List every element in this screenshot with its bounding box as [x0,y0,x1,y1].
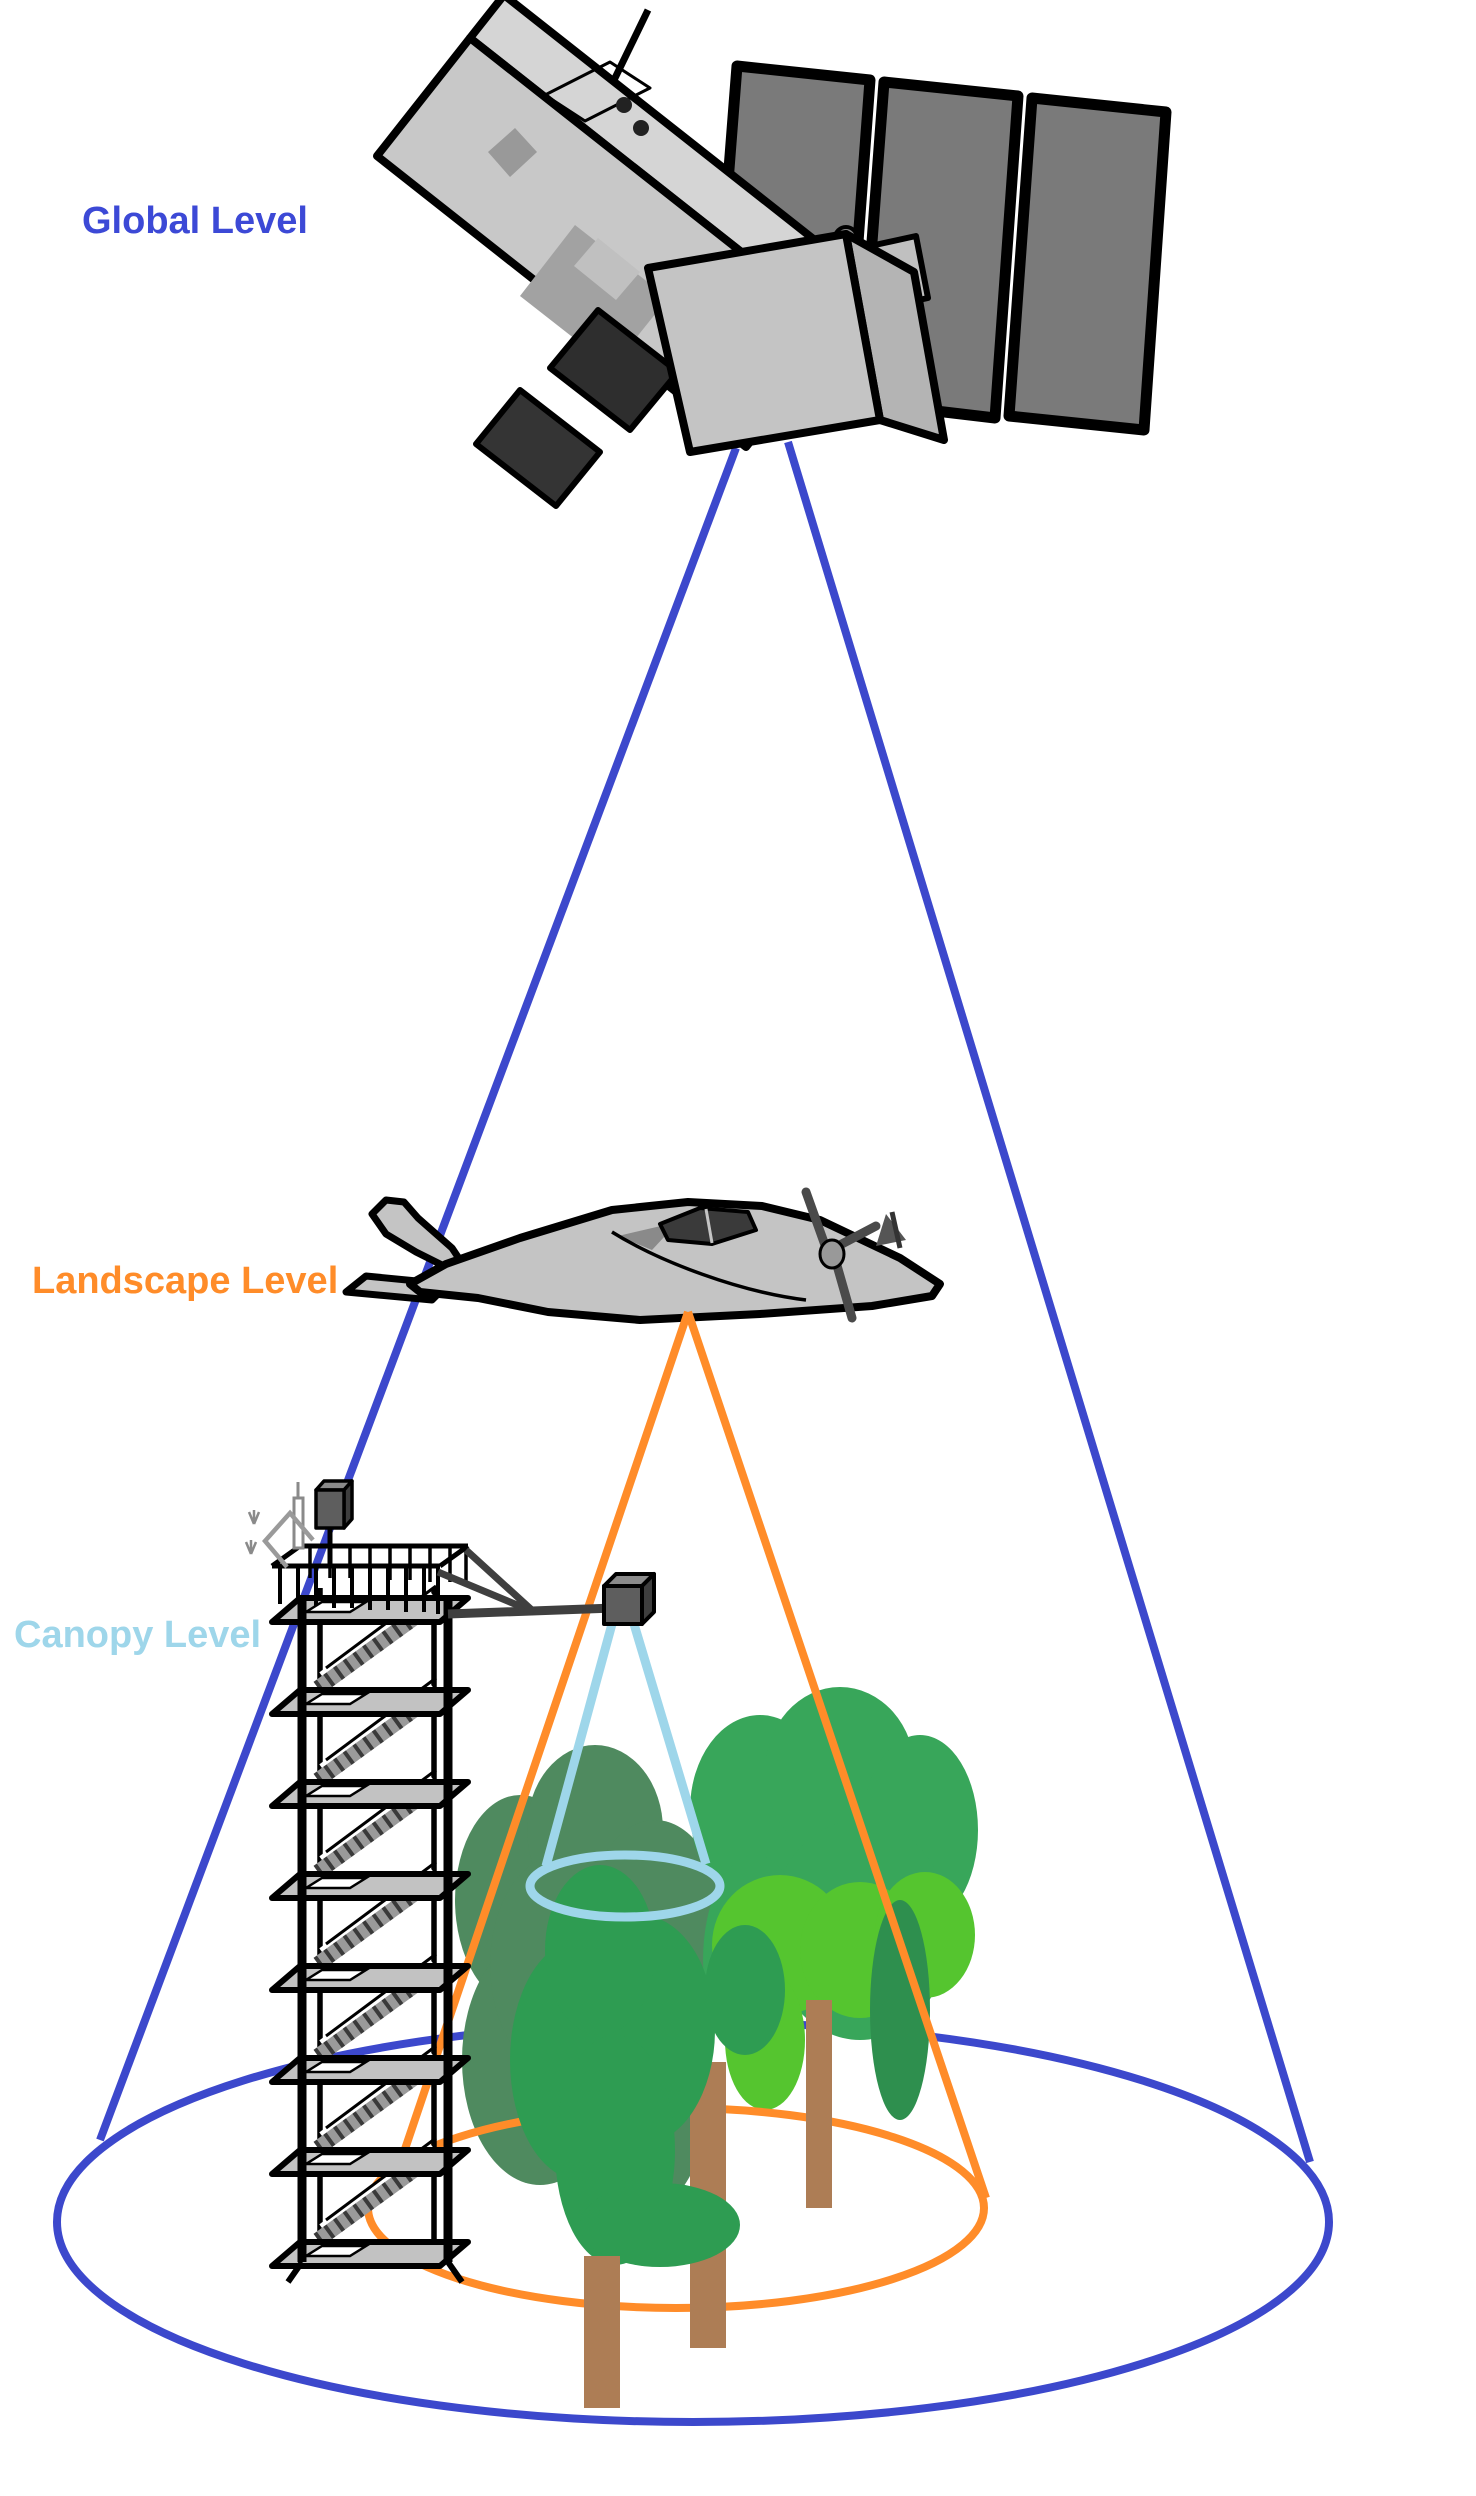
airplane-aerial [889,1211,903,1249]
tower-front-posts [297,1598,453,2262]
sensor-module-front [644,230,884,456]
tree-crown-small-dark [870,1900,930,2120]
bus-port-dot [616,97,632,113]
orange-cone-right-edge [684,1310,990,2200]
cyan-cone-left-edge [541,1622,617,1868]
boom-instrument-box [602,1572,656,1626]
solar-panel [1003,92,1172,436]
canopy-level-label: Canopy Level [14,1614,262,1656]
tree-trunk-front [584,2256,620,2408]
airplane-illustration [342,1187,944,1324]
cyan-footprint-ellipse [525,1850,725,1922]
airplane-body-wing [406,1198,944,1324]
blue-cone-right-edge [784,440,1314,2164]
airplane-wing-crease [611,1230,807,1302]
anemometer-icon [244,1510,261,1555]
anemometer-bracket [262,1509,315,1569]
cockpit-frame [704,1208,714,1244]
tree-crown-front [510,1865,785,2267]
propeller-spinner [818,1238,846,1270]
cyan-cone-right-edge [629,1622,711,1866]
instrument-box-dark [473,387,603,509]
cyan-footprint-cone [525,1622,725,1922]
bus-panel-notch [574,238,640,300]
bus-vent-outline [543,60,652,123]
instrument-box-dark [547,307,681,433]
global-level-label: Global Level [82,200,308,242]
bus-panel-patch [488,128,537,177]
bus-port-dot [633,120,649,136]
satellite-illustration [373,0,1172,509]
mast-instrument-box [314,1479,354,1530]
flux-tower-illustration [244,1479,656,2284]
boom-arm [436,1547,615,1619]
airplane-propeller [801,1187,881,1323]
landscape-level-label: Landscape Level [32,1260,339,1302]
tower-stairs [318,1586,436,2240]
tower-feet [285,2260,465,2284]
tree-trunk [806,2000,832,2208]
tower-top-instruments [244,1479,354,1569]
